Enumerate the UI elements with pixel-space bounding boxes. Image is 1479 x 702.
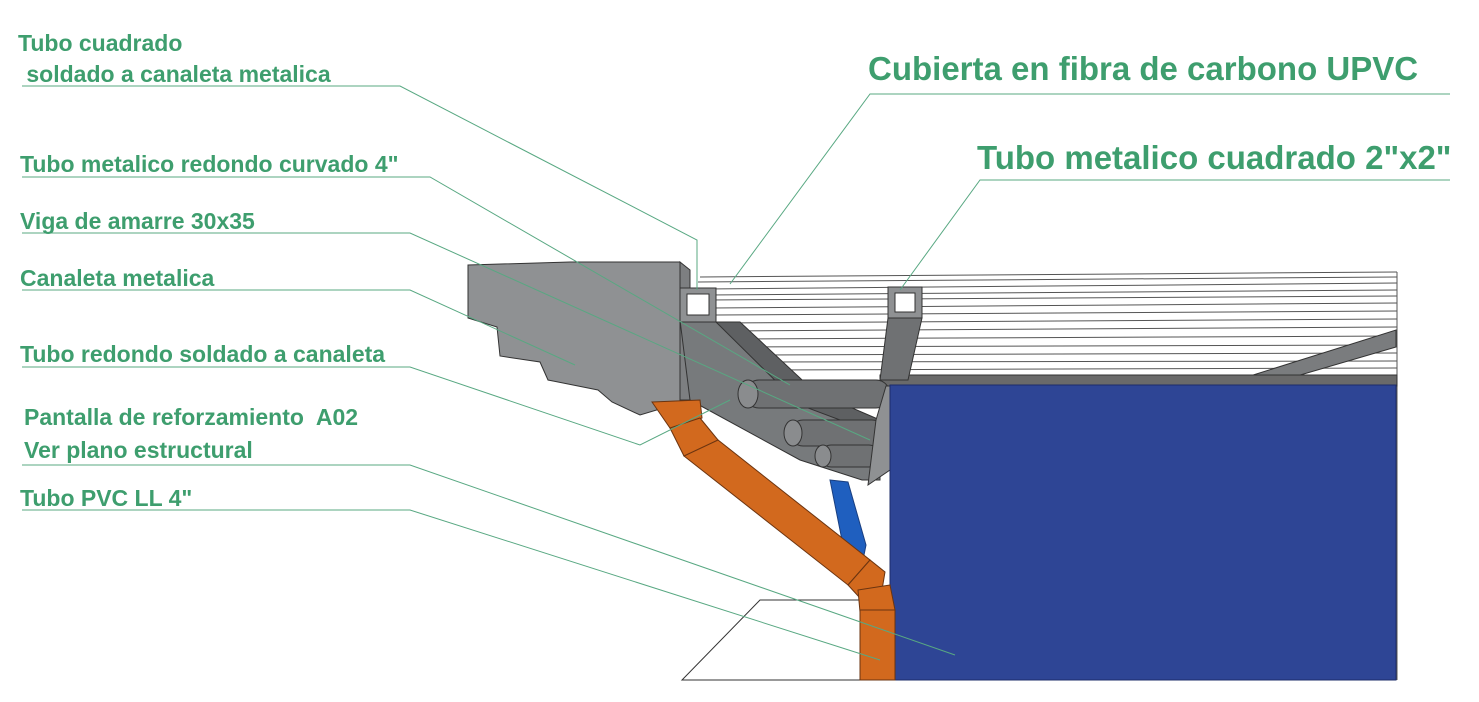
label-tubo-redondo-curvado: Tubo metalico redondo curvado 4" (20, 151, 399, 177)
label-pantalla-line1: Pantalla de reforzamiento A02 (24, 404, 358, 430)
label-tubo-cuadrado-line2: soldado a canaleta metalica (20, 61, 331, 87)
leader-tubo-redondo-soldado (22, 366, 731, 446)
tie-beam-concrete (467, 260, 691, 416)
leader-pantalla (22, 464, 956, 656)
leader-tubo-curvado (22, 176, 791, 386)
leader-cubierta (729, 93, 1450, 285)
pvc-downpipe (651, 399, 896, 681)
label-pantalla-line2: Ver plano estructural (24, 437, 253, 463)
label-tubo-pvc: Tubo PVC LL 4" (20, 485, 192, 511)
reinforcement-wall (889, 384, 1397, 681)
roof-cover-sheet (697, 271, 1398, 680)
rafter-slope (1249, 329, 1397, 379)
leader-tubo-cuadrado (22, 85, 698, 290)
leader-lines (22, 85, 1450, 661)
label-tubo-cuadrado-2x2: Tubo metalico cuadrado 2"x2" (977, 139, 1451, 176)
leader-tubo-2x2 (899, 179, 1450, 291)
leader-viga (22, 232, 871, 441)
leader-tubo-pvc (22, 509, 881, 661)
labels: Tubo cuadrado soldado a canaleta metalic… (18, 30, 1451, 511)
label-viga-amarre: Viga de amarre 30x35 (20, 208, 255, 234)
label-canaleta: Canaleta metalica (20, 265, 215, 291)
support-beam (879, 374, 1398, 387)
leader-canaleta (22, 289, 576, 366)
label-tubo-cuadrado-line1: Tubo cuadrado (18, 30, 182, 56)
square-tube-gutter (679, 287, 717, 323)
square-tube-2x2 (879, 286, 923, 381)
label-cubierta: Cubierta en fibra de carbono UPVC (868, 50, 1418, 87)
label-tubo-redondo-soldado: Tubo redondo soldado a canaleta (20, 341, 385, 367)
round-metal-tubes (737, 379, 891, 468)
